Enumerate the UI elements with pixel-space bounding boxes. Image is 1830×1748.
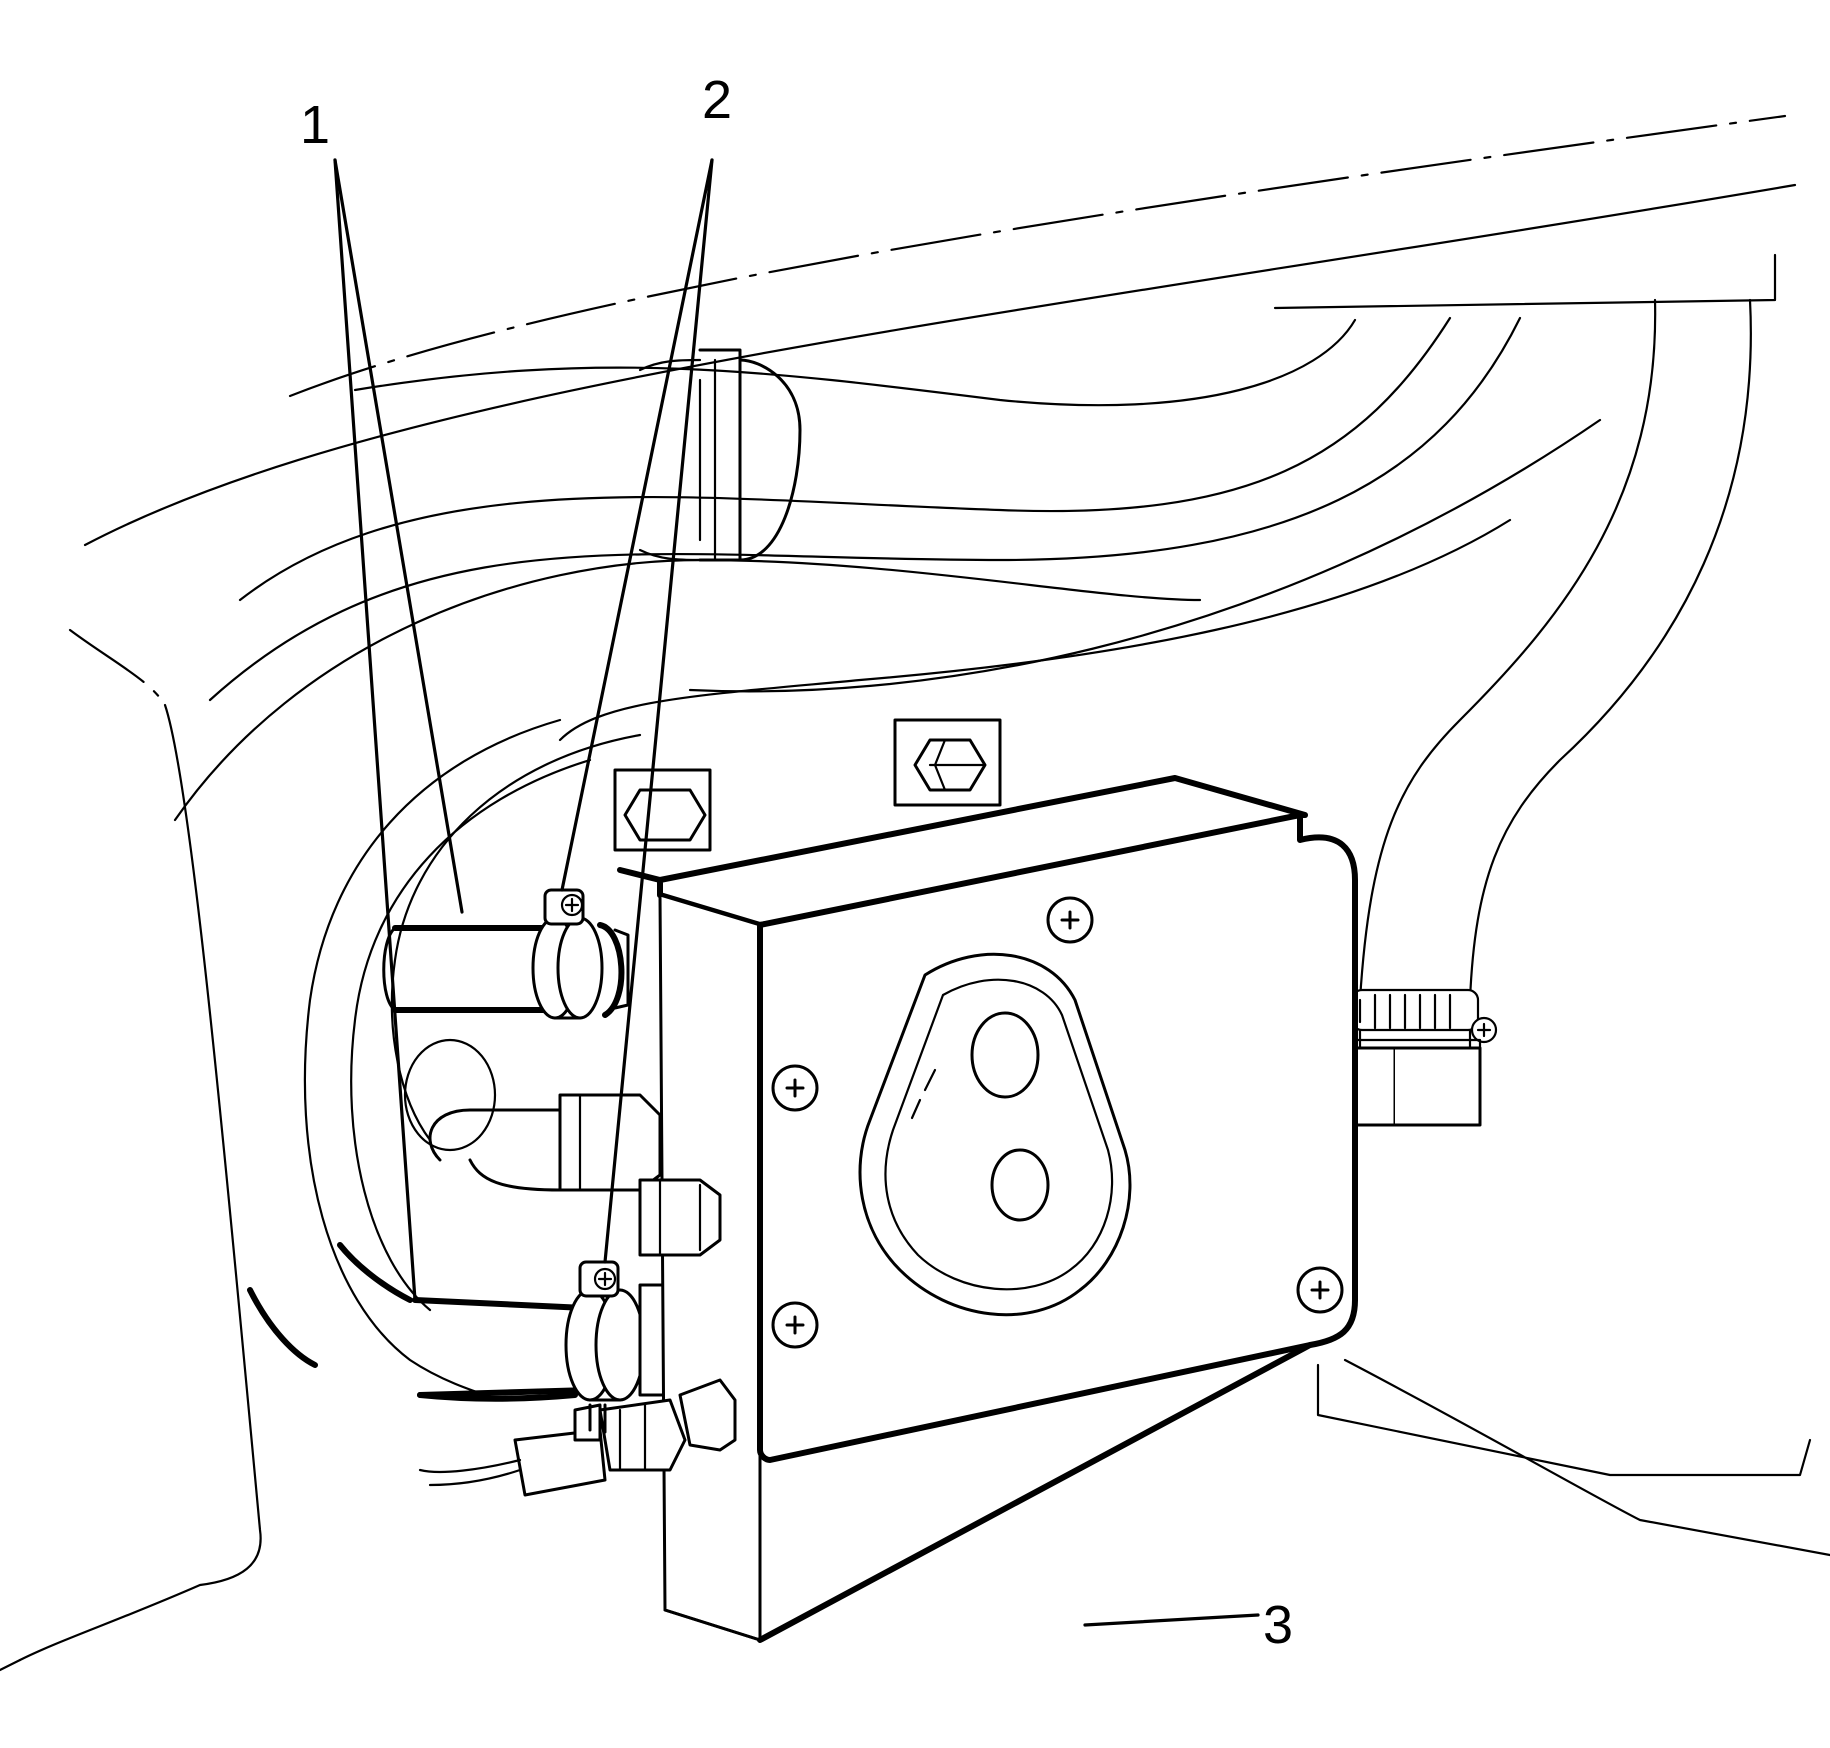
leader-2b [603,158,714,1264]
heater-valve-module [418,718,1358,1643]
callout-1: 1 [300,95,330,155]
leader-1b [333,158,417,1302]
upper-tube-bundle [173,298,1752,1127]
leader-lines [333,158,1260,1627]
upper-hose-clamp [531,888,630,1020]
callout-2: 2 [702,70,732,130]
leader-3 [1083,1613,1260,1627]
cover-screws [771,896,1344,1349]
lower-hose-clamp [564,1260,677,1402]
callout-3: 3 [1263,1595,1293,1655]
heater-hose-loop [247,718,642,1402]
body-panel-lines [0,114,1830,1672]
leader-1a [333,158,464,914]
leader-2a [560,158,714,892]
callout-labels: 1 2 3 [300,70,1293,1655]
